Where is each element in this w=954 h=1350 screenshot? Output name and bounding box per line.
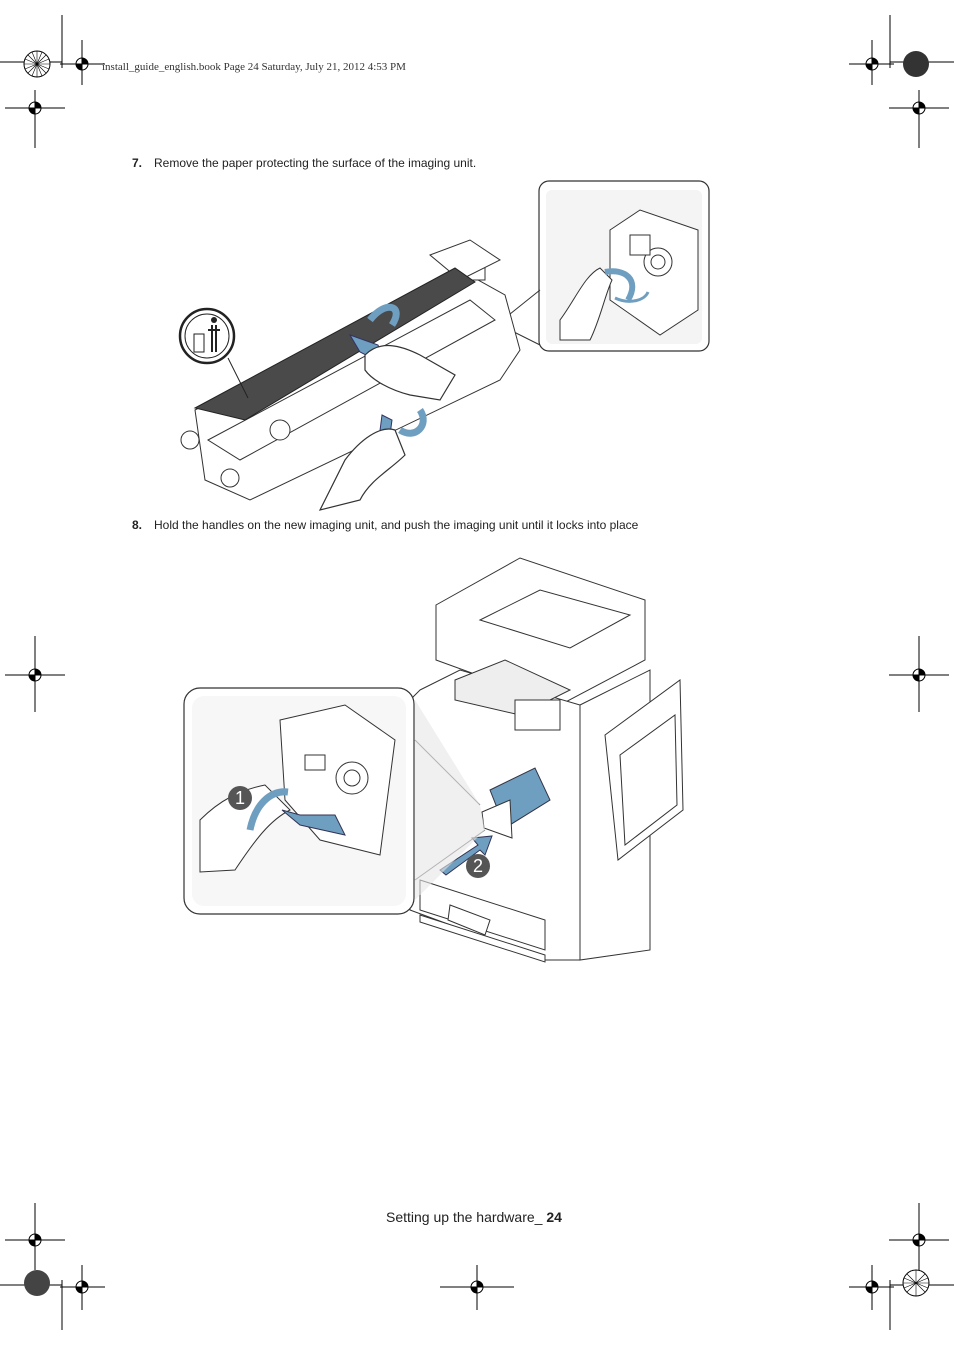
- callout-2-label: 2: [472, 856, 483, 876]
- footer-page-number: 24: [546, 1209, 562, 1225]
- step-7-text: Remove the paper protecting the surface …: [154, 156, 477, 170]
- dispose-icon: [178, 307, 236, 365]
- callout-1: [228, 786, 252, 810]
- step-7: 7. Remove the paper protecting the surfac…: [132, 156, 476, 170]
- callout-1-label: 1: [234, 788, 245, 808]
- step-8-number: 8.: [132, 518, 143, 532]
- book-info-header: install_guide_english.book Page 24 Satur…: [102, 61, 406, 73]
- step-7-number: 7.: [132, 156, 143, 170]
- step-8: 8. Hold the handles on the new imaging un…: [132, 518, 638, 532]
- step-8-text: Hold the handles on the new imaging unit…: [154, 518, 639, 532]
- footer-section: Setting up the hardware_: [386, 1209, 547, 1225]
- page-footer: Setting up the hardware_ 24: [386, 1209, 562, 1225]
- callout-2: [466, 854, 490, 878]
